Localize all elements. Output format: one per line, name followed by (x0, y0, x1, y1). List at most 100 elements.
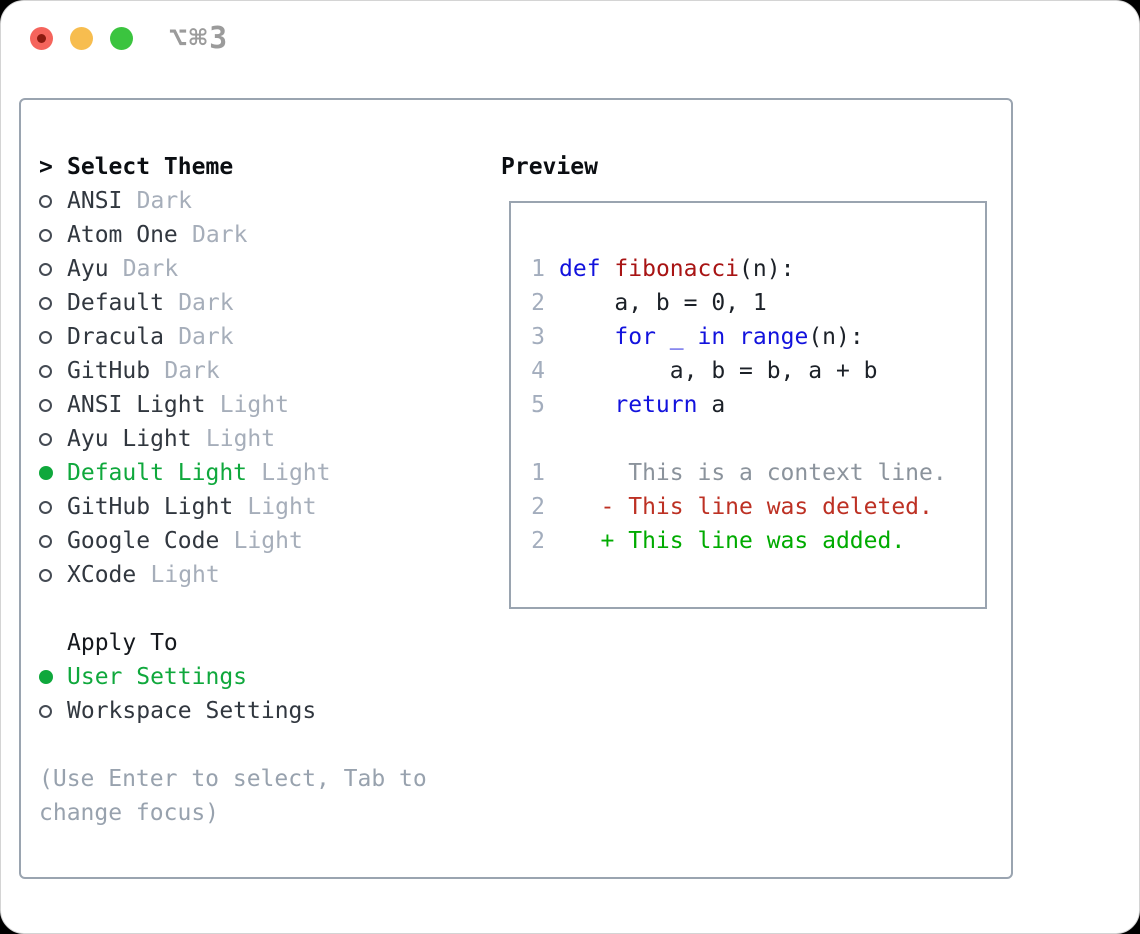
theme-item-ayu[interactable]: Ayu Dark (39, 252, 451, 286)
theme-variant-tag: Light (219, 392, 289, 418)
theme-item-dracula[interactable]: Dracula Dark (39, 320, 451, 354)
theme-variant-tag: Light (205, 426, 276, 452)
theme-variant-tag: Dark (164, 358, 220, 384)
theme-name: Default (67, 290, 164, 316)
modified-indicator-icon (37, 34, 46, 43)
diff-block: 1 This is a context line. 2 - This line w… (531, 456, 975, 558)
theme-name: ANSI (67, 188, 123, 214)
select-theme-header: Select Theme (67, 154, 234, 180)
code-line: 3 for _ in range(n): (531, 320, 975, 354)
theme-item-default[interactable]: Default Dark (39, 286, 451, 320)
circle-icon (39, 568, 52, 582)
apply-option-user-settings[interactable]: User Settings (39, 660, 451, 694)
circle-icon (39, 364, 52, 378)
theme-item-xcode[interactable]: XCode Light (39, 558, 451, 592)
apply-option-workspace-settings[interactable]: Workspace Settings (39, 694, 451, 728)
window-title: ⌥⌘3 (169, 21, 230, 56)
theme-variant-tag: Dark (178, 324, 234, 350)
theme-variant-tag: Dark (192, 222, 248, 248)
radio-icon (39, 704, 67, 718)
close-button[interactable] (30, 27, 53, 50)
help-text: (Use Enter to select, Tab to change focu… (39, 766, 427, 826)
theme-item-google-code[interactable]: Google Code Light (39, 524, 451, 558)
spacer (39, 728, 451, 762)
radio-icon (39, 398, 67, 412)
radio-icon (39, 364, 67, 378)
caret-icon: > (39, 154, 53, 180)
code-text: a, b = 0, 1 (559, 290, 767, 316)
code-text: a, b = b, a + b (559, 358, 878, 384)
radio-icon (39, 194, 67, 208)
circle-icon (39, 398, 52, 412)
circle-icon (39, 704, 52, 718)
code-line: 2 a, b = 0, 1 (531, 286, 975, 320)
theme-variant-tag: Dark (136, 188, 193, 214)
diff-line-deleted: 2 - This line was deleted. (531, 490, 975, 524)
radio-icon (39, 262, 67, 276)
code-line: 4 a, b = b, a + b (531, 354, 975, 388)
circle-icon (39, 330, 52, 344)
theme-variant-tag: Dark (178, 290, 234, 316)
theme-name: Dracula (67, 324, 164, 350)
theme-name: GitHub (67, 358, 151, 384)
circle-icon (39, 432, 52, 446)
circle-icon (39, 534, 52, 548)
preview-title: Preview (501, 154, 598, 180)
radio-icon (39, 228, 67, 242)
circle-icon (39, 262, 52, 276)
apply-option-label: Workspace Settings (67, 698, 317, 724)
radio-icon (39, 568, 67, 582)
radio-icon (39, 500, 67, 514)
select-theme-header-row: > Select Theme (39, 150, 451, 184)
theme-variant-tag: Light (150, 562, 220, 588)
spacer (39, 592, 451, 626)
line-number: 1 (531, 460, 545, 486)
radio-icon (39, 534, 67, 548)
radio-selected-icon (39, 670, 67, 684)
apply-option-label: User Settings (67, 664, 248, 690)
code-text: return a (614, 392, 726, 418)
theme-name: Ayu (67, 256, 109, 282)
diff-text: This is a context line. (559, 460, 947, 486)
theme-name: Google Code (67, 528, 220, 554)
theme-variant-tag: Dark (122, 256, 179, 282)
diff-text: + This line was added. (559, 528, 906, 554)
zoom-button[interactable] (110, 27, 133, 50)
theme-item-ansi[interactable]: ANSI Dark (39, 184, 451, 218)
minimize-button[interactable] (70, 27, 93, 50)
code-text: def fibonacci(n): (559, 256, 795, 282)
theme-item-github[interactable]: GitHub Dark (39, 354, 451, 388)
diff-line-added: 2 + This line was added. (531, 524, 975, 558)
line-number: 3 (531, 324, 545, 350)
circle-icon (39, 228, 52, 242)
circle-icon (39, 194, 52, 208)
theme-variant-tag: Light (233, 528, 303, 554)
radio-icon (39, 330, 67, 344)
apply-to-header: Apply To (67, 630, 178, 656)
line-number: 2 (531, 528, 545, 554)
filled-dot-icon (39, 466, 53, 480)
code-line: 5 return a (531, 388, 975, 422)
radio-icon (39, 296, 67, 310)
circle-icon (39, 500, 52, 514)
line-number: 2 (531, 290, 545, 316)
radio-icon (39, 432, 67, 446)
theme-name: Atom One (67, 222, 178, 248)
theme-item-atom-one[interactable]: Atom One Dark (39, 218, 451, 252)
diff-text: - This line was deleted. (559, 494, 933, 520)
line-number: 5 (531, 392, 545, 418)
theme-variant-tag: Light (247, 494, 317, 520)
theme-name: XCode (67, 562, 137, 588)
